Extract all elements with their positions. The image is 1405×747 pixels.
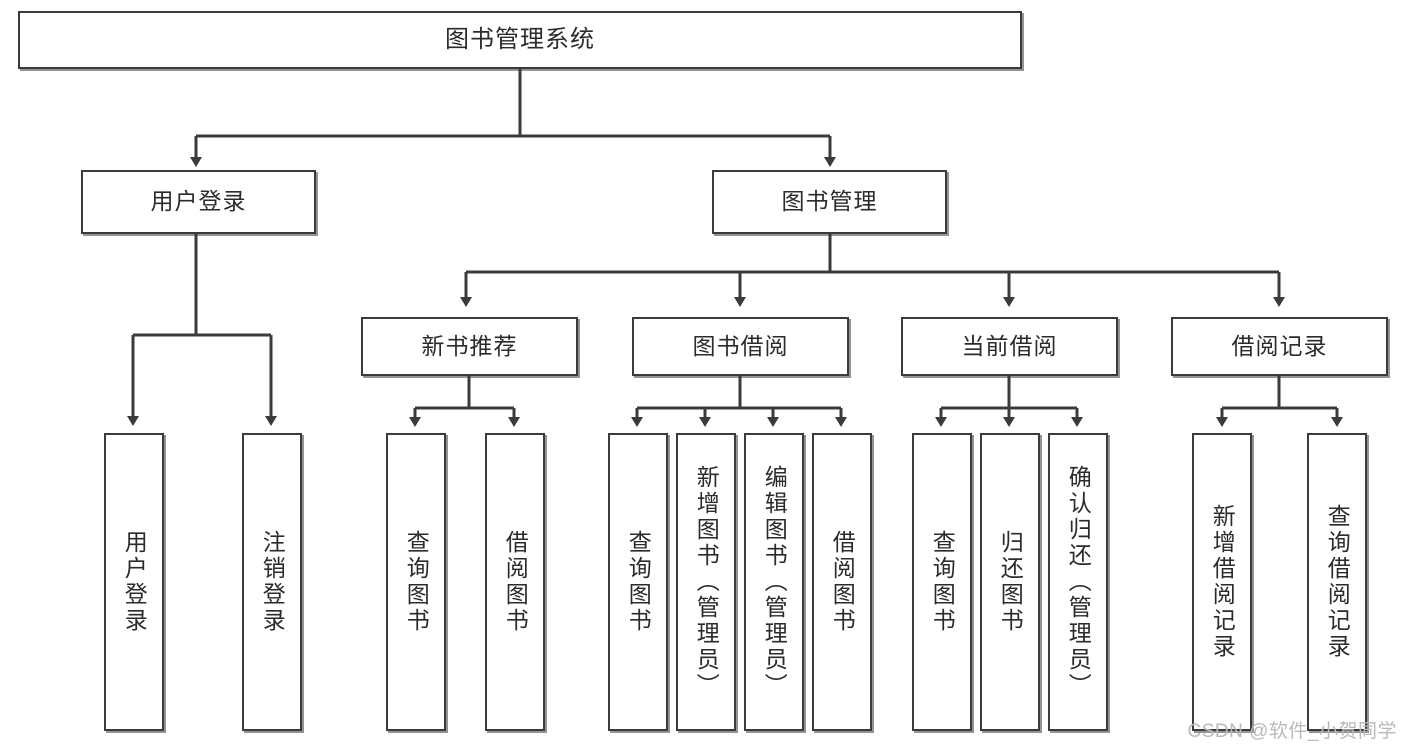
leaf-edit-book[interactable]: 编辑图书（管理员） bbox=[744, 433, 804, 731]
leaf-edit-book-label: 编辑图书（管理员） bbox=[761, 465, 788, 699]
leaf-user-logout-label: 注销登录 bbox=[259, 530, 286, 634]
node-new-book-rec[interactable]: 新书推荐 bbox=[361, 317, 578, 376]
leaf-user-login[interactable]: 用户登录 bbox=[104, 433, 164, 731]
leaf-query-book-3[interactable]: 查询图书 bbox=[912, 433, 972, 731]
leaf-borrow-book-2-label: 借阅图书 bbox=[829, 530, 856, 634]
leaf-query-book-1[interactable]: 查询图书 bbox=[386, 433, 446, 731]
leaf-user-login-label: 用户登录 bbox=[121, 530, 148, 634]
leaf-query-record[interactable]: 查询借阅记录 bbox=[1307, 433, 1367, 731]
leaf-borrow-book-2[interactable]: 借阅图书 bbox=[812, 433, 872, 731]
leaf-borrow-book-1[interactable]: 借阅图书 bbox=[485, 433, 545, 731]
node-new-book-rec-label: 新书推荐 bbox=[421, 332, 518, 359]
node-root[interactable]: 图书管理系统 bbox=[18, 11, 1022, 69]
node-user-login-label: 用户登录 bbox=[150, 188, 247, 215]
leaf-query-book-2[interactable]: 查询图书 bbox=[608, 433, 668, 731]
leaf-add-record-label: 新增借阅记录 bbox=[1209, 504, 1236, 660]
node-borrow-record-label: 借阅记录 bbox=[1231, 332, 1328, 359]
leaf-add-book-label: 新增图书（管理员） bbox=[693, 465, 720, 699]
node-root-label: 图书管理系统 bbox=[445, 25, 595, 53]
node-user-login[interactable]: 用户登录 bbox=[81, 170, 316, 234]
leaf-query-book-2-label: 查询图书 bbox=[625, 530, 652, 634]
leaf-borrow-book-1-label: 借阅图书 bbox=[502, 530, 529, 634]
leaf-add-book[interactable]: 新增图书（管理员） bbox=[676, 433, 736, 731]
leaf-return-book[interactable]: 归还图书 bbox=[980, 433, 1040, 731]
node-book-manage[interactable]: 图书管理 bbox=[712, 170, 947, 234]
leaf-confirm-return[interactable]: 确认归还（管理员） bbox=[1048, 433, 1108, 731]
leaf-query-book-3-label: 查询图书 bbox=[929, 530, 956, 634]
leaf-user-logout[interactable]: 注销登录 bbox=[242, 433, 302, 731]
node-book-manage-label: 图书管理 bbox=[781, 188, 878, 215]
leaf-add-record[interactable]: 新增借阅记录 bbox=[1192, 433, 1252, 731]
node-book-borrow-label: 图书借阅 bbox=[692, 332, 789, 359]
leaf-query-record-label: 查询借阅记录 bbox=[1324, 504, 1351, 660]
leaf-return-book-label: 归还图书 bbox=[997, 530, 1024, 634]
leaf-confirm-return-label: 确认归还（管理员） bbox=[1065, 465, 1092, 699]
node-current-borrow[interactable]: 当前借阅 bbox=[901, 317, 1118, 376]
node-book-borrow[interactable]: 图书借阅 bbox=[632, 317, 849, 376]
node-current-borrow-label: 当前借阅 bbox=[961, 332, 1058, 359]
leaf-query-book-1-label: 查询图书 bbox=[403, 530, 430, 634]
node-borrow-record[interactable]: 借阅记录 bbox=[1171, 317, 1388, 376]
